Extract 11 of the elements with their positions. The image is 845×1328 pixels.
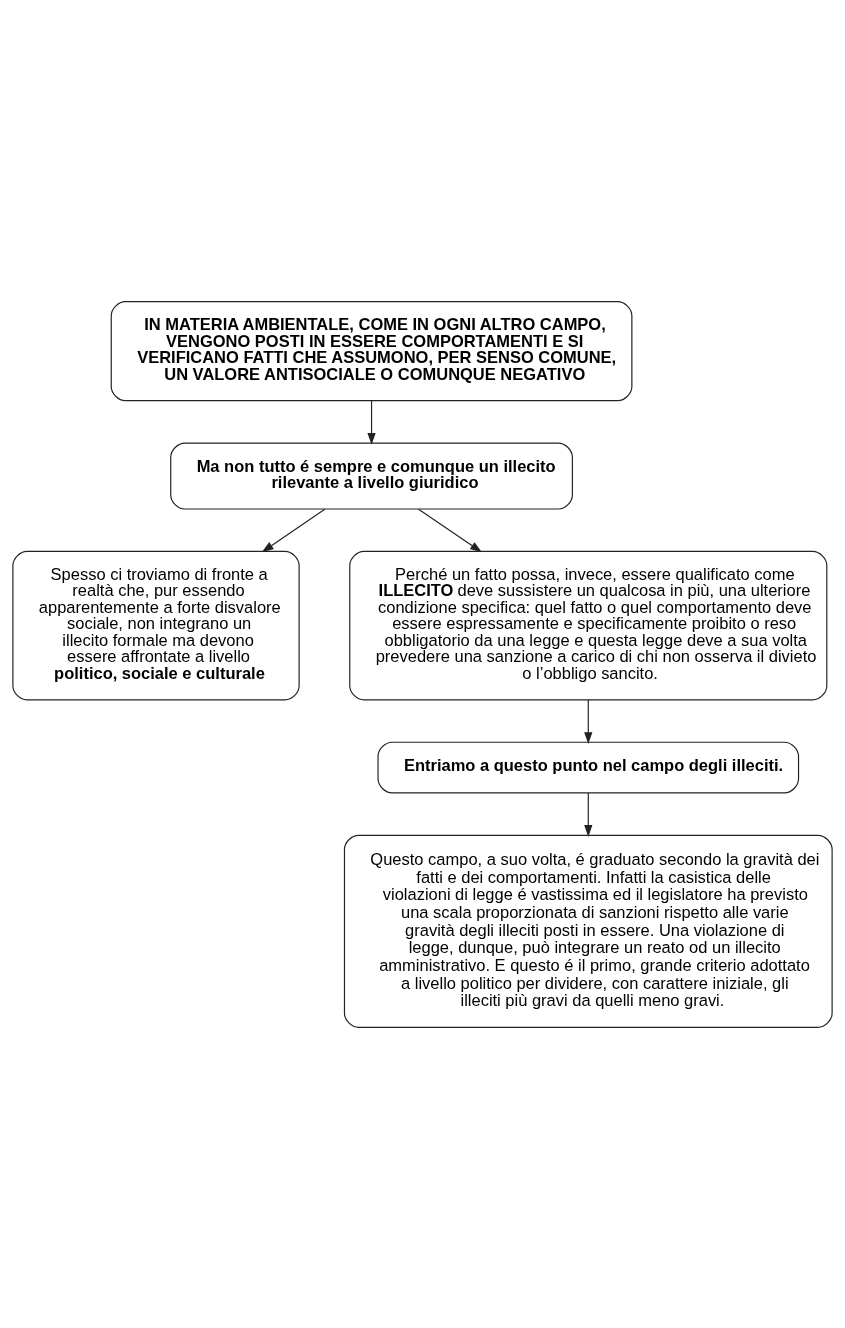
arrow [584,791,593,837]
node-box: Perché un fatto possa, invece, essere qualificato come ILLECITO deve sussistere un qualcosa in più, una ulteriore condizione specifica: quel fatto o quel comportamento deve essere espressamente e specificamente proibito o reso obbligatorio da una legge e questa legge deve a sua volta prevedere una sanzione a carico di chi non osserva il divieto o l’obbligo sancito. [349,550,828,700]
arrow [261,508,326,552]
arrow [584,698,593,744]
node-box: Entriamo a questo punto nel campo degli illeciti. [377,741,800,793]
arrow [367,399,376,445]
arrow [418,508,482,552]
node-box: Questo campo, a suo volta, é graduato secondo la gravità dei fatti e dei comportamenti. Infatti la casistica delle violazioni di legge é vastissima ed il legislatore ha previsto una scala proporzionata di sanzioni rispetto alle varie gravità degli illeciti posti in essere. Una violazione di legge, dunque, può integrare un reato od un illecito amministrativo. E questo é il primo, grande criterio adottato a livello politico per dividere, con carattere iniziale, gli illeciti più gravi da quelli meno gravi. [343,834,833,1028]
node-box: IN MATERIA AMBIENTALE, COME IN OGNI ALTRO CAMPO, VENGONO POSTI IN ESSERE COMPORTAMENTI E SI VERIFICANO FATTI CHE ASSUMONO, PER SENSO COMUNE, UN VALORE ANTISOCIALE O COMUNQUE NEGATIVO [110,300,633,401]
node-box: Ma non tutto é sempre e comunque un illecito rilevante a livello giuridico [170,441,573,510]
node-box: Spesso ci troviamo di fronte a realtà che, pur essendo apparentemente a forte disvalore sociale, non integrano un illecito formale ma devono essere affrontate a livello politico, sociale e culturale [12,550,300,700]
